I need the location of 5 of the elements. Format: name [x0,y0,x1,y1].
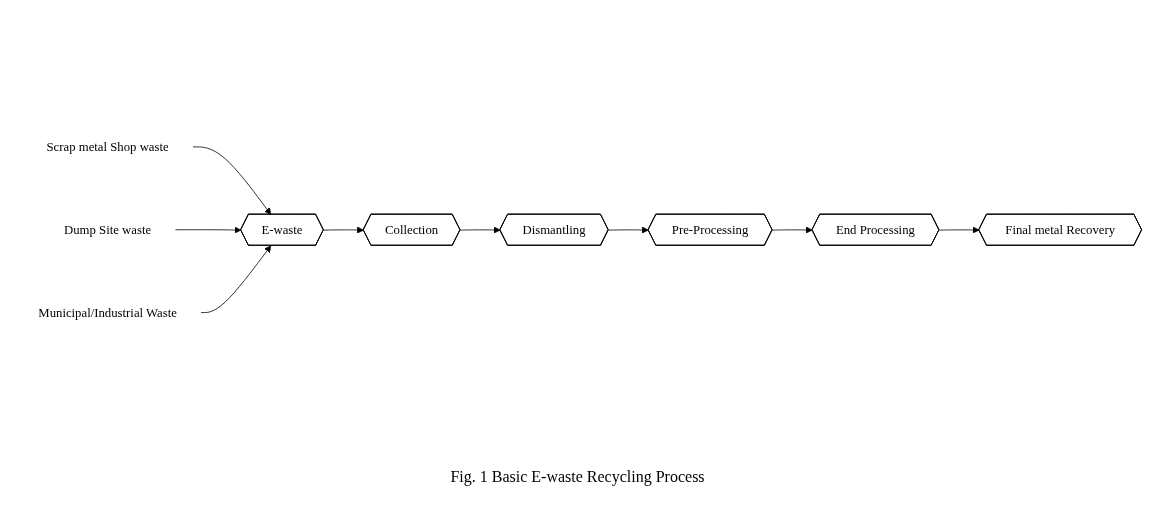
figure-caption: Fig. 1 Basic E-waste Recycling Process [449,468,706,486]
node-text: Scrap metal Shop waste [46,139,169,154]
node-text: Dump Site waste [63,222,151,237]
node-text: Municipal/Industrial Waste [37,305,177,320]
flowchart-drawing: Scrap metal Shop waste Dump Site waste E-waste Collection Dismantling Pre-Processing End Processing Municipal/Industrial Waste Final metal Recovery [7,119,1148,341]
